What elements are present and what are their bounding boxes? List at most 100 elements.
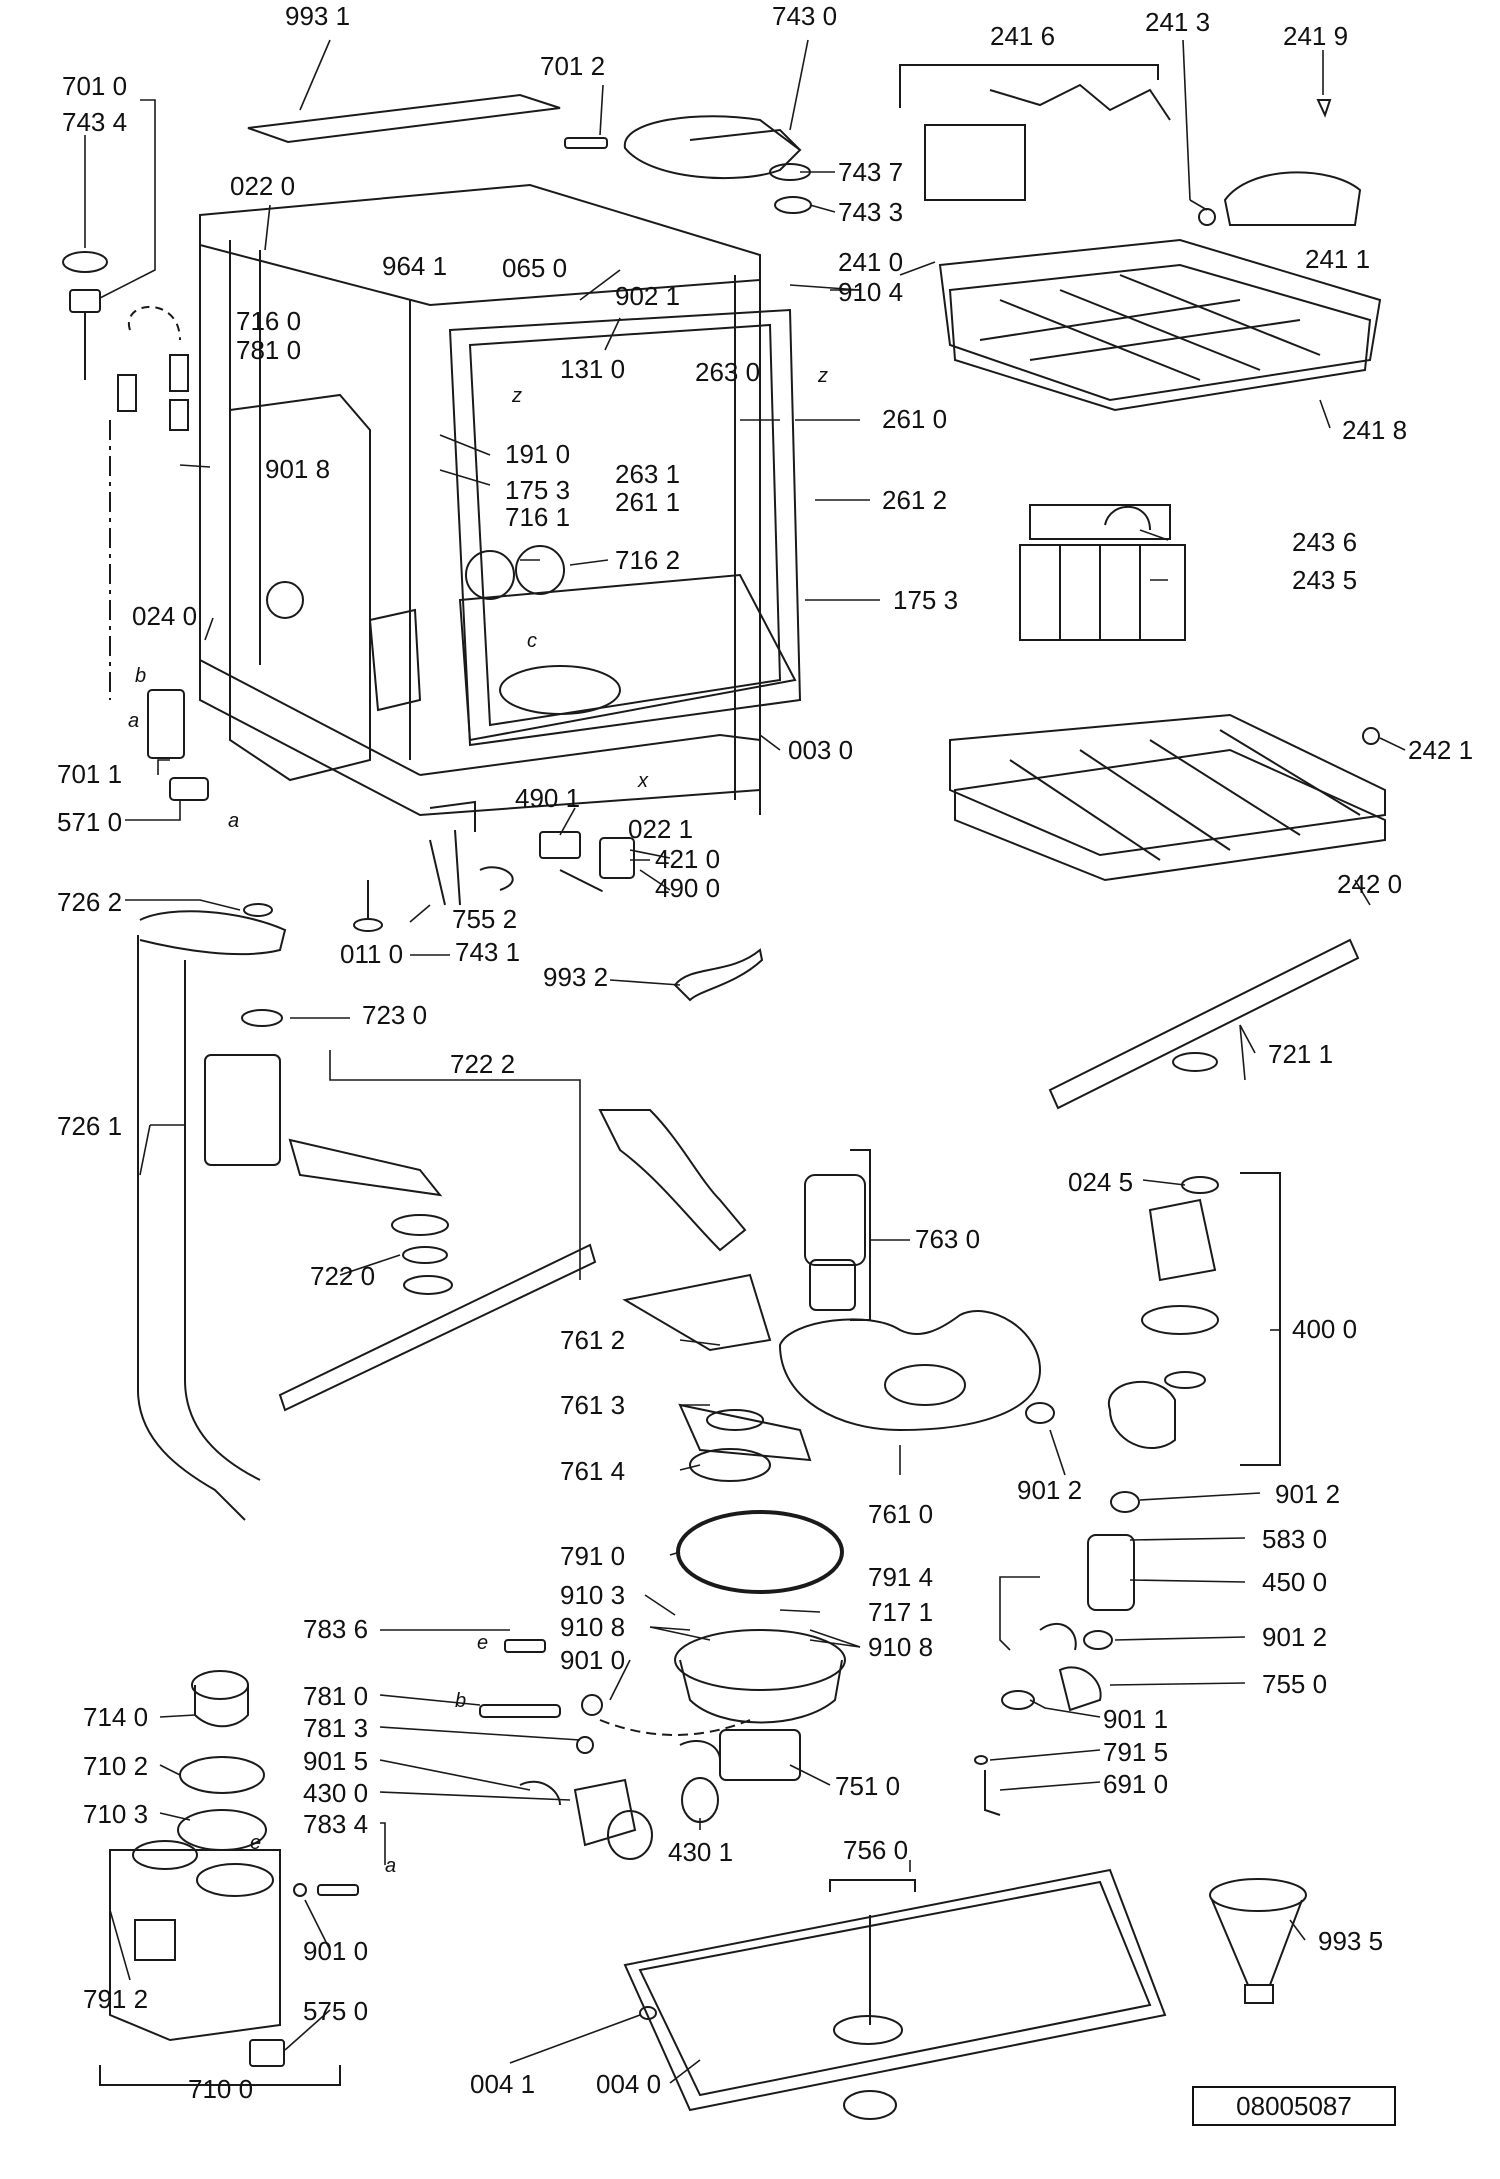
part-label: 241 8 bbox=[1342, 415, 1408, 445]
part-label: 781 3 bbox=[303, 1713, 369, 1743]
part-label: 902 1 bbox=[615, 281, 681, 311]
reference-letter: z bbox=[818, 365, 828, 387]
part-label: 241 9 bbox=[1283, 21, 1349, 51]
part-490-sensor bbox=[480, 832, 634, 891]
part-761-supply-pipe bbox=[600, 1110, 810, 1481]
part-tub-cabinet bbox=[200, 185, 800, 815]
part-label: 243 5 bbox=[1292, 565, 1358, 595]
part-label: 243 6 bbox=[1292, 527, 1358, 557]
part-label: 761 4 bbox=[560, 1456, 626, 1486]
document-number: 08005087 bbox=[1192, 2086, 1396, 2126]
part-label: 721 1 bbox=[1268, 1039, 1334, 1069]
part-label: 743 7 bbox=[838, 157, 904, 187]
part-label: 726 1 bbox=[57, 1111, 123, 1141]
part-label: 716 0 bbox=[236, 306, 302, 336]
part-751-0-sump bbox=[600, 1630, 845, 1822]
part-label: 022 0 bbox=[230, 171, 296, 201]
part-label: 450 0 bbox=[1262, 1567, 1328, 1597]
part-993-5-funnel bbox=[1210, 1879, 1306, 2003]
reference-letter: x bbox=[638, 770, 648, 792]
part-label: 430 0 bbox=[303, 1778, 369, 1808]
part-label: 743 0 bbox=[772, 1, 838, 31]
part-label: 241 6 bbox=[990, 21, 1056, 51]
reference-letter: e bbox=[477, 1632, 489, 1654]
part-721-1-spray-arm bbox=[1050, 940, 1358, 1108]
part-label: 756 0 bbox=[843, 1835, 909, 1865]
part-label: 743 4 bbox=[62, 107, 128, 137]
part-label: 716 2 bbox=[615, 545, 681, 575]
part-993-2-spanner bbox=[675, 950, 762, 1000]
part-label: 241 0 bbox=[838, 247, 904, 277]
part-label: 993 2 bbox=[543, 962, 609, 992]
part-label: 901 1 bbox=[1103, 1704, 1169, 1734]
part-label: 722 0 bbox=[310, 1261, 376, 1291]
part-label: 191 0 bbox=[505, 439, 571, 469]
part-label: 901 5 bbox=[303, 1746, 369, 1776]
reference-letter: a bbox=[128, 710, 140, 732]
part-label: 004 0 bbox=[596, 2069, 662, 2099]
part-label: 761 2 bbox=[560, 1325, 626, 1355]
part-243-cutlery-basket bbox=[1020, 505, 1185, 640]
part-label: 910 8 bbox=[868, 1632, 934, 1662]
part-label: 701 0 bbox=[62, 71, 128, 101]
part-781-tubes bbox=[480, 1640, 602, 1753]
part-722-upper-spray bbox=[205, 1010, 595, 1410]
part-726-riser-pipe bbox=[138, 904, 285, 1520]
part-label: 910 4 bbox=[838, 277, 904, 307]
part-label: 024 0 bbox=[132, 601, 198, 631]
part-label: 901 2 bbox=[1262, 1622, 1328, 1652]
part-450-0-heater bbox=[975, 1492, 1139, 1815]
part-label: 755 2 bbox=[452, 904, 518, 934]
part-label: 761 0 bbox=[868, 1499, 934, 1529]
part-label: 241 3 bbox=[1145, 7, 1211, 37]
part-label: 583 0 bbox=[1262, 1524, 1328, 1554]
part-label: 781 0 bbox=[303, 1681, 369, 1711]
part-label: 004 1 bbox=[470, 2069, 536, 2099]
reference-letter: b bbox=[455, 1690, 467, 1712]
part-label: 964 1 bbox=[382, 251, 448, 281]
part-label: 791 5 bbox=[1103, 1737, 1169, 1767]
part-label: 743 1 bbox=[455, 937, 521, 967]
part-label: 993 5 bbox=[1318, 1926, 1384, 1956]
part-label: 781 0 bbox=[236, 335, 302, 365]
reference-letter: a bbox=[228, 810, 240, 832]
part-label: 430 1 bbox=[668, 1837, 734, 1867]
part-label: 714 0 bbox=[83, 1702, 149, 1732]
part-label: 761 3 bbox=[560, 1390, 626, 1420]
part-label: 261 0 bbox=[882, 404, 948, 434]
part-label: 751 0 bbox=[835, 1771, 901, 1801]
part-label: 400 0 bbox=[1292, 1314, 1358, 1344]
part-label: 065 0 bbox=[502, 253, 568, 283]
part-label: 710 0 bbox=[188, 2074, 254, 2104]
reference-letter: e bbox=[250, 1832, 262, 1854]
part-label: 575 0 bbox=[303, 1996, 369, 2026]
reference-letter: a bbox=[385, 1855, 397, 1877]
part-label: 701 2 bbox=[540, 51, 606, 81]
part-label: 022 1 bbox=[628, 814, 694, 844]
part-label: 242 0 bbox=[1337, 869, 1403, 899]
part-430-0-pump-motor bbox=[520, 1780, 652, 1859]
reference-letter: c bbox=[527, 630, 537, 652]
part-241-1-cup-rack bbox=[1199, 100, 1360, 225]
part-label: 910 8 bbox=[560, 1612, 626, 1642]
part-label: 011 0 bbox=[340, 939, 404, 969]
part-242-0-lower-basket bbox=[950, 715, 1385, 880]
part-label: 901 2 bbox=[1275, 1479, 1341, 1509]
part-label: 901 2 bbox=[1017, 1475, 1083, 1505]
part-763-0-filter bbox=[805, 1150, 870, 1320]
part-label: 783 6 bbox=[303, 1614, 369, 1644]
part-label: 723 0 bbox=[362, 1000, 428, 1030]
part-label: 261 2 bbox=[882, 485, 948, 515]
leader-lines bbox=[85, 40, 1405, 2083]
part-743-4-pin bbox=[565, 138, 607, 148]
part-761-0-plate bbox=[780, 1311, 1040, 1430]
part-label: 175 3 bbox=[505, 475, 571, 505]
part-label: 003 0 bbox=[788, 735, 854, 765]
part-004-0-base bbox=[625, 1870, 1165, 2119]
part-label: 701 1 bbox=[57, 759, 123, 789]
part-241-0-upper-basket bbox=[940, 240, 1380, 410]
part-label: 490 0 bbox=[655, 873, 721, 903]
part-label: 716 1 bbox=[505, 502, 571, 532]
part-label: 421 0 bbox=[655, 844, 721, 874]
